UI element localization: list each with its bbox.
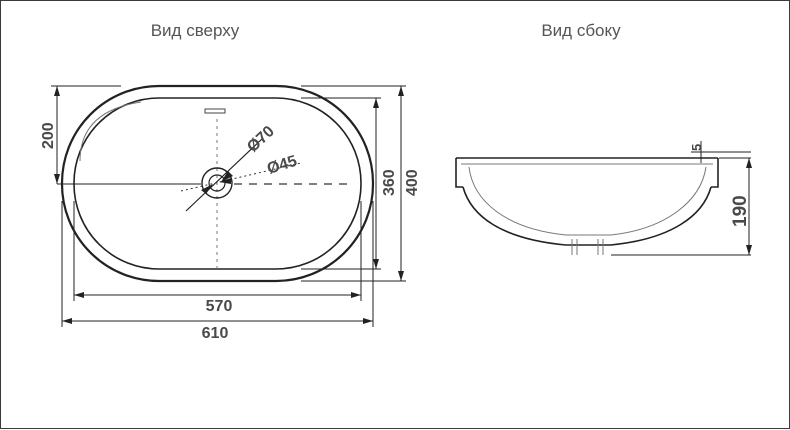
side-body-inner	[468, 166, 707, 236]
dim-190-arrow-top	[746, 158, 752, 168]
dim-610-label: 610	[202, 325, 229, 342]
dim-360-arrow-top	[373, 98, 379, 108]
dim-5-label: 5	[689, 144, 704, 151]
dim-200-label: 200	[40, 122, 57, 149]
drain70-arrow	[221, 171, 233, 182]
dim-610-arrow-left	[62, 318, 72, 324]
drain45-leader	[180, 162, 302, 192]
dim-400-label: 400	[404, 169, 421, 196]
dim-610-arrow-right	[363, 318, 373, 324]
bowl-shading	[79, 101, 142, 162]
drain45-arrow	[219, 178, 231, 184]
side-body-outer	[462, 186, 712, 246]
dim-570-label: 570	[206, 298, 233, 315]
drain70-arrow-2	[201, 184, 213, 194]
dim-360-label: 360	[381, 169, 398, 196]
dim-360-arrow-bottom	[373, 259, 379, 269]
dim-400-arrow-bottom	[398, 271, 404, 281]
dim-570-arrow-right	[351, 292, 361, 298]
drain-outer-circle	[201, 167, 233, 199]
dim-190-label: 190	[730, 195, 751, 227]
dim-400-arrow-top	[398, 86, 404, 96]
drain45-label: Ø45	[265, 153, 299, 178]
side-view-title: Вид сбоку	[541, 21, 621, 40]
dim-190-arrow-bottom	[746, 245, 752, 255]
top-view-title: Вид сверху	[151, 21, 240, 40]
overflow-slot	[204, 108, 226, 114]
side-lip-right	[711, 158, 719, 188]
drain70-leader	[185, 137, 264, 212]
top-view: Ø70 Ø45 200 360 400 570	[40, 84, 421, 342]
dim-570-arrow-left	[74, 292, 84, 298]
dim-200-arrow-bottom	[54, 174, 60, 184]
dim-200-arrow-top	[54, 86, 60, 96]
side-view: 5 190	[455, 141, 752, 256]
side-lip-left	[455, 158, 463, 188]
